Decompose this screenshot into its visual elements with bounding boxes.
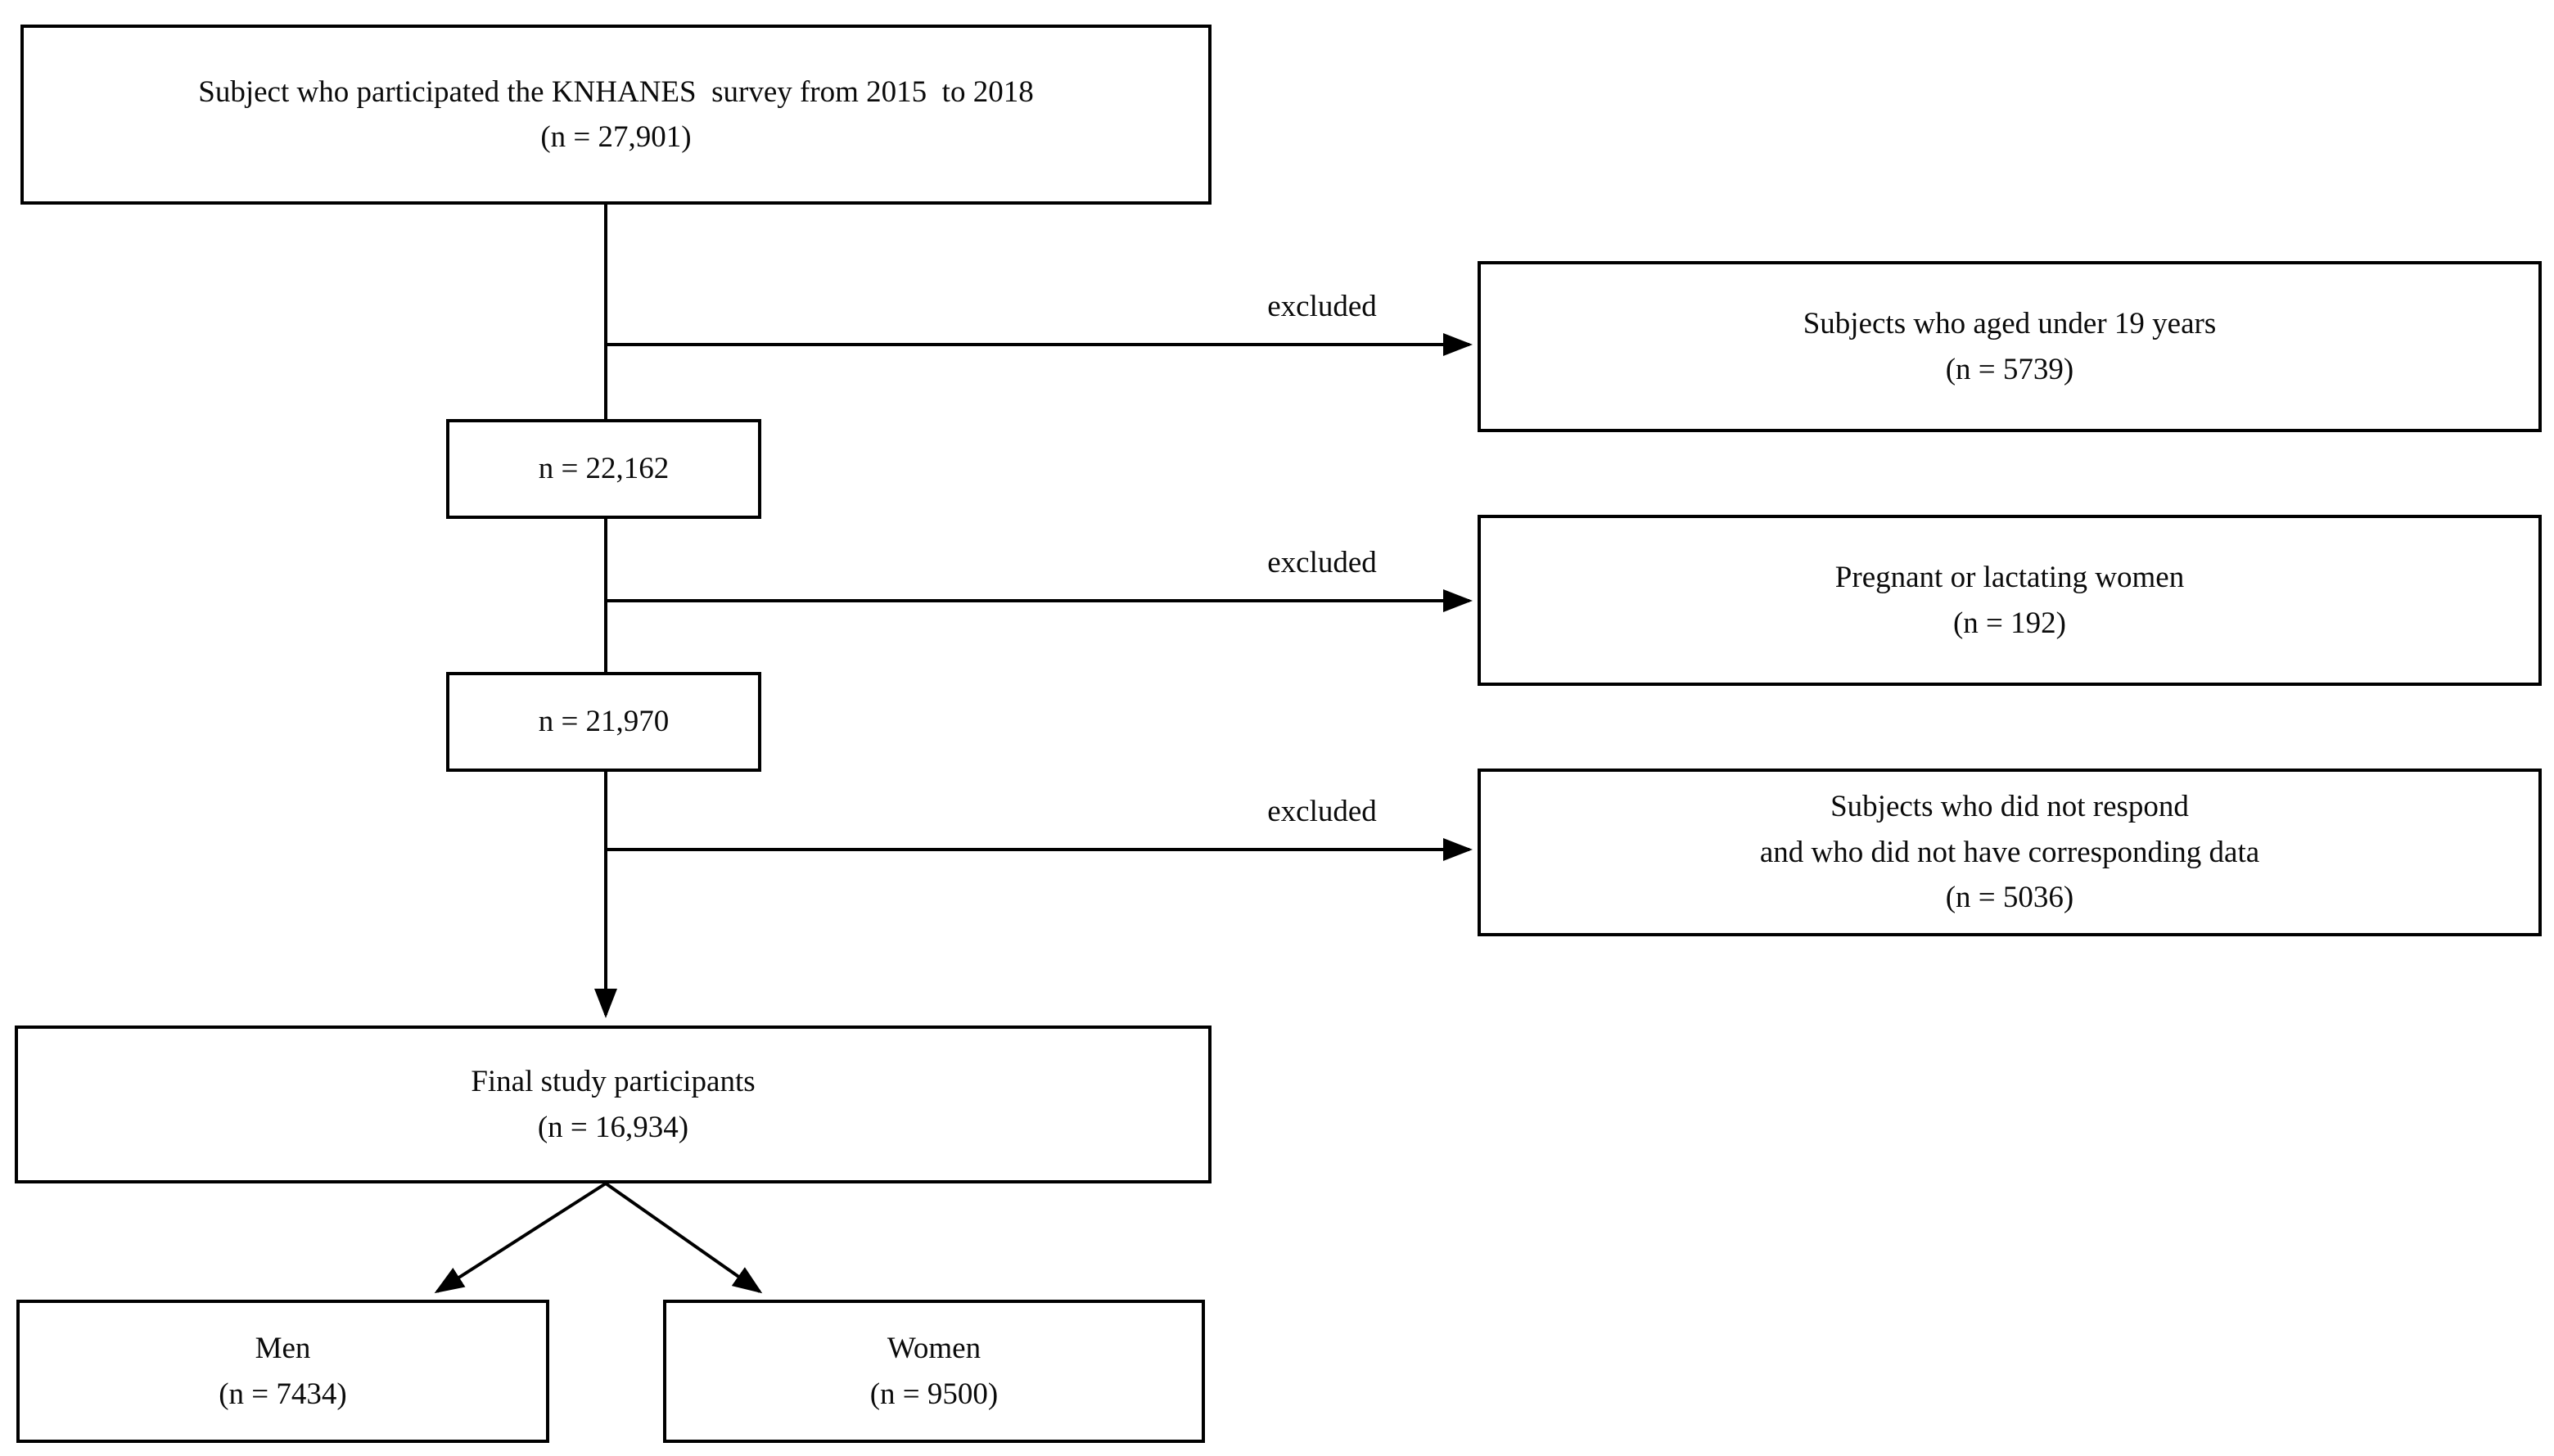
flow-box-initial-population: Subject who participated the KNHANES sur… [20,25,1212,205]
excluded-label-nonresponse: excluded [1267,795,1377,828]
split-arrow-men [434,1182,607,1294]
exclusion-age-label: Subjects who aged under 19 years [1803,307,2217,340]
final-participants-label: Final study participants [471,1065,756,1098]
women-count: (n = 9500) [869,1377,999,1411]
exclusion-nonresponse-count: (n = 5036) [1945,881,2074,915]
flow-box-count-after-pregnancy-exclusion: n = 21,970 [446,672,761,772]
flow-box-count-after-age-exclusion: n = 22,162 [446,419,761,519]
flow-box-exclusion-age: Subjects who aged under 19 years (n = 57… [1478,261,2542,432]
split-arrow-women [604,1182,763,1294]
initial-population-label: Subject who participated the KNHANES sur… [198,74,1034,109]
excluded-label-pregnancy: excluded [1267,546,1377,579]
flow-box-exclusion-pregnancy: Pregnant or lactating women (n = 192) [1478,515,2542,686]
exclusion-nonresponse-label-2: and who did not have corresponding data [1759,835,2260,869]
men-label: Men [255,1332,311,1365]
exclusion-age-count: (n = 5739) [1945,352,2074,386]
men-count: (n = 7434) [219,1377,347,1411]
count-after-age-exclusion: n = 22,162 [538,452,670,486]
women-label: Women [887,1332,981,1365]
final-participants-count: (n = 16,934) [537,1110,689,1144]
exclusion-pregnancy-label: Pregnant or lactating women [1834,561,2185,594]
exclusion-pregnancy-count: (n = 192) [1952,606,2066,640]
flow-box-women: Women (n = 9500) [663,1300,1205,1443]
excluded-label-age: excluded [1267,290,1377,323]
count-after-pregnancy-exclusion: n = 21,970 [538,705,670,739]
flow-box-men: Men (n = 7434) [16,1300,549,1443]
flow-box-exclusion-nonresponse: Subjects who did not respond and who did… [1478,769,2542,936]
initial-population-count: (n = 27,901) [540,120,692,154]
exclusion-nonresponse-label-1: Subjects who did not respond [1830,790,2189,824]
flow-box-final-participants: Final study participants (n = 16,934) [15,1026,1212,1183]
